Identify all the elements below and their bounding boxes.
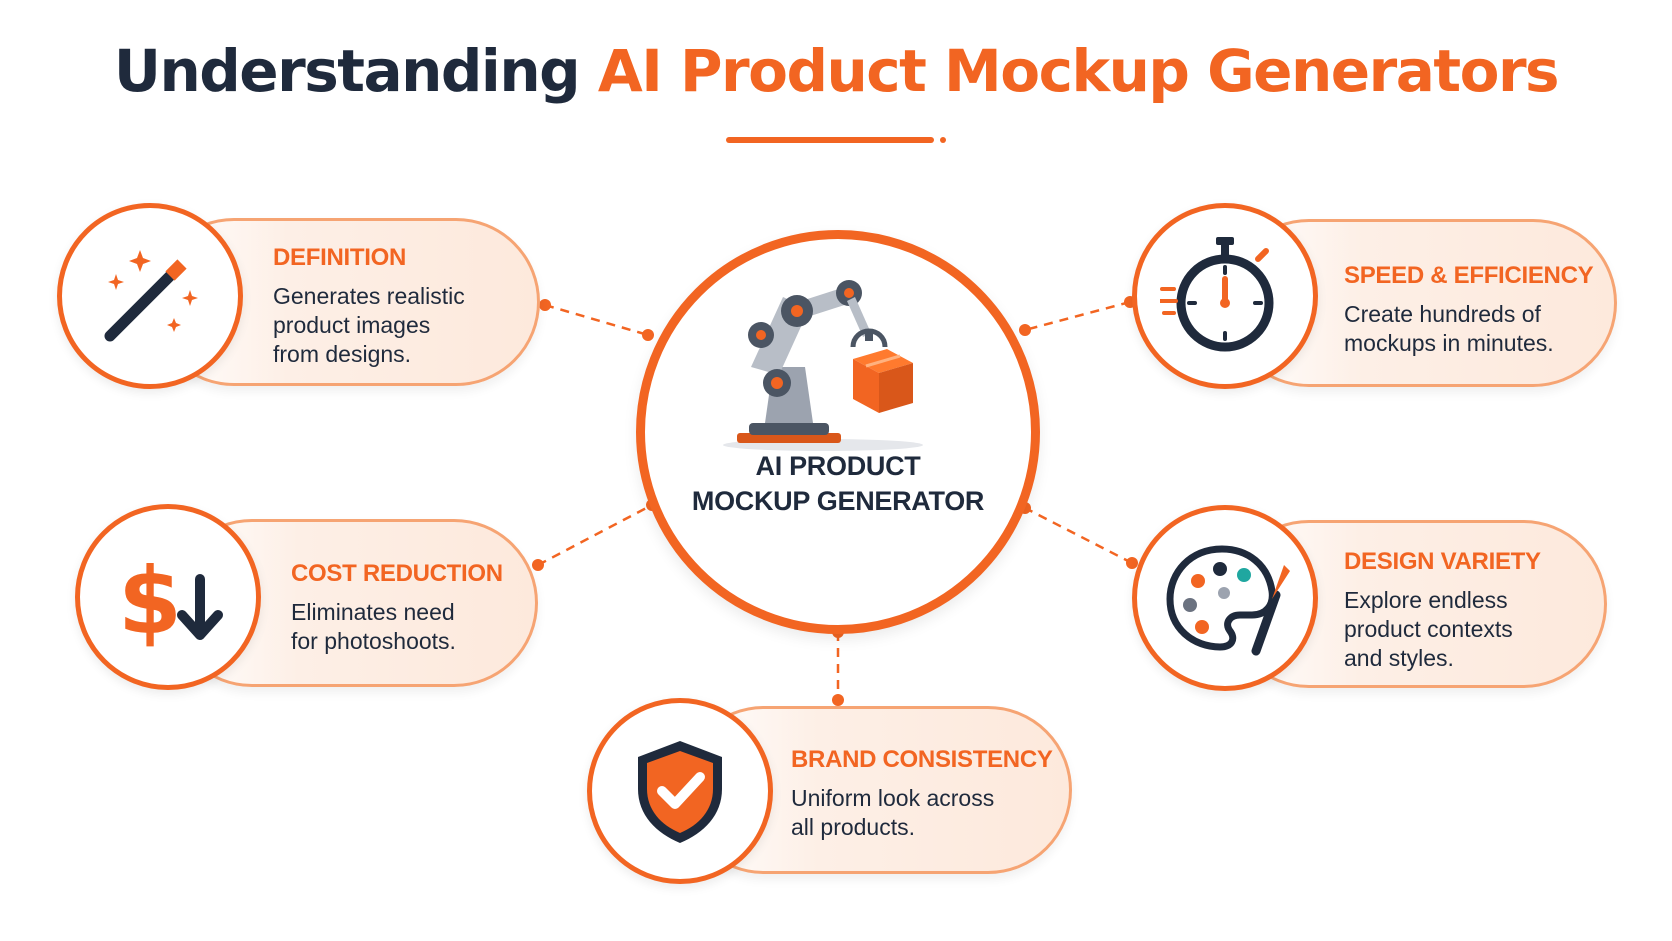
card-cost-icon-circle: $	[75, 504, 261, 690]
center-label-line2: MOCKUP GENERATOR	[691, 486, 985, 516]
robot-arm-icon	[723, 280, 923, 451]
node-design	[1126, 557, 1138, 569]
connector-definition	[544, 303, 649, 337]
node-cost	[532, 559, 544, 571]
card-speed-icon-circle	[1132, 203, 1318, 389]
card-definition-icon-circle	[57, 203, 243, 389]
card-definition-description: Generates realistic product images from …	[273, 283, 465, 367]
center-label-line1: AI PRODUCT	[755, 451, 921, 481]
card-definition-title: DEFINITION	[273, 244, 406, 271]
card-brand-title: BRAND CONSISTENCY	[791, 746, 1053, 773]
card-speed-description: Create hundreds of mockups in minutes.	[1344, 301, 1554, 356]
card-design-description: Explore endless product contexts and sty…	[1344, 587, 1513, 671]
connector-design	[1024, 506, 1133, 565]
stopwatch-icon	[1160, 237, 1274, 352]
title-part-accent: AI Product Mockup Generators	[597, 37, 1560, 105]
card-brand-description: Uniform look across all products.	[791, 785, 995, 840]
card-cost-description: Eliminates need for photoshoots.	[291, 599, 456, 654]
palette-icon	[1166, 545, 1290, 656]
node-brand	[832, 694, 844, 706]
connector-cost	[537, 503, 653, 567]
title-underline-dot	[940, 137, 946, 143]
center-hub: AI PRODUCT MOCKUP GENERATOR	[636, 230, 1040, 634]
node-center-tr	[1019, 324, 1031, 336]
card-cost-title: COST REDUCTION	[291, 560, 503, 587]
shield-check-icon	[638, 741, 722, 843]
dollar-down-icon: $	[118, 548, 223, 655]
title-part-dark: Understanding	[113, 37, 581, 105]
node-definition	[539, 299, 551, 311]
svg-text:$: $	[118, 548, 182, 655]
card-speed-title: SPEED & EFFICIENCY	[1344, 262, 1594, 289]
card-design-title: DESIGN VARIETY	[1344, 548, 1541, 575]
card-brand-icon-circle	[587, 698, 773, 884]
page-title: Understanding AI Product Mockup Generato…	[0, 38, 1672, 105]
magic-wand-icon	[104, 250, 198, 342]
node-center-tl	[642, 329, 654, 341]
card-design-icon-circle	[1132, 505, 1318, 691]
title-underline	[726, 137, 934, 143]
connector-speed	[1024, 300, 1131, 332]
